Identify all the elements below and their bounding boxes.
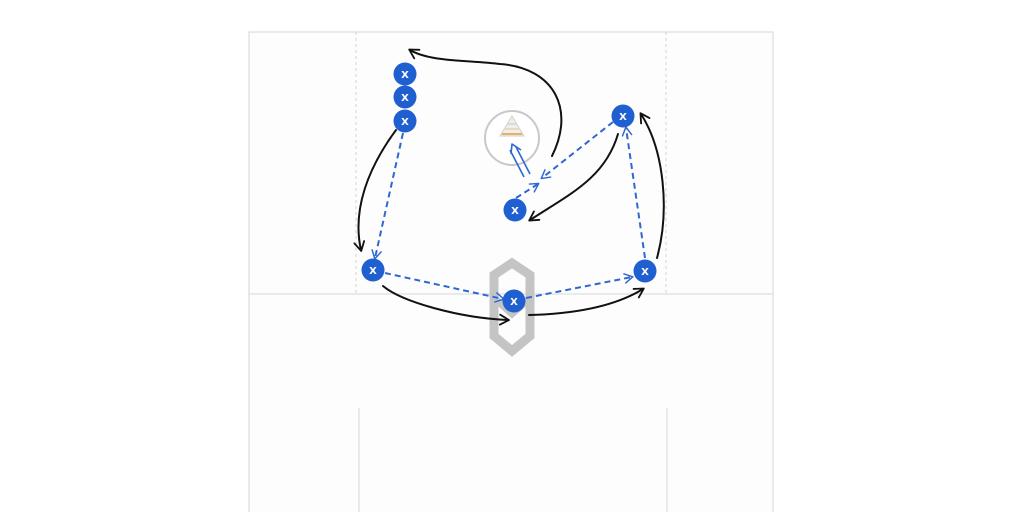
player-label: X xyxy=(510,297,518,308)
pass-line-to-left-wing xyxy=(371,132,404,260)
player-left-wing[interactable]: X xyxy=(361,258,385,282)
run-lines xyxy=(353,48,665,326)
shot-line xyxy=(509,143,531,178)
run-top-to-crease xyxy=(528,133,619,222)
pass-crease-player-to-center xyxy=(515,182,540,199)
pass-right-wing-to-top xyxy=(621,126,646,259)
player-label: X xyxy=(401,93,409,104)
player-label: X xyxy=(511,206,519,217)
player-line-2[interactable]: X xyxy=(393,85,417,109)
player-right-wing[interactable]: X xyxy=(633,259,657,283)
pass-left-wing-to-center xyxy=(384,272,505,303)
player-label: X xyxy=(401,70,409,81)
run-center-to-right-wing xyxy=(528,287,645,316)
run-crease-to-line xyxy=(408,48,563,157)
player-label: X xyxy=(369,266,377,277)
goal-crease xyxy=(484,110,540,166)
player-top-right[interactable]: X xyxy=(611,104,635,128)
field-background xyxy=(248,31,774,512)
run-right-wing-to-top xyxy=(639,112,665,259)
player-line-3[interactable]: X xyxy=(393,109,417,133)
run-left-wing-to-center xyxy=(382,285,510,326)
player-line-1[interactable]: X xyxy=(393,62,417,86)
pass-lines xyxy=(371,121,646,303)
pass-top-to-crease xyxy=(540,121,614,180)
player-crease[interactable]: X xyxy=(503,198,527,222)
player-label: X xyxy=(641,267,649,278)
player-label: X xyxy=(401,117,409,128)
lacrosse-goal-icon xyxy=(499,115,525,137)
player-center[interactable]: X xyxy=(502,289,526,313)
player-label: X xyxy=(619,112,627,123)
pass-center-to-right-wing xyxy=(525,273,634,299)
run-line-to-left-wing xyxy=(353,129,397,252)
